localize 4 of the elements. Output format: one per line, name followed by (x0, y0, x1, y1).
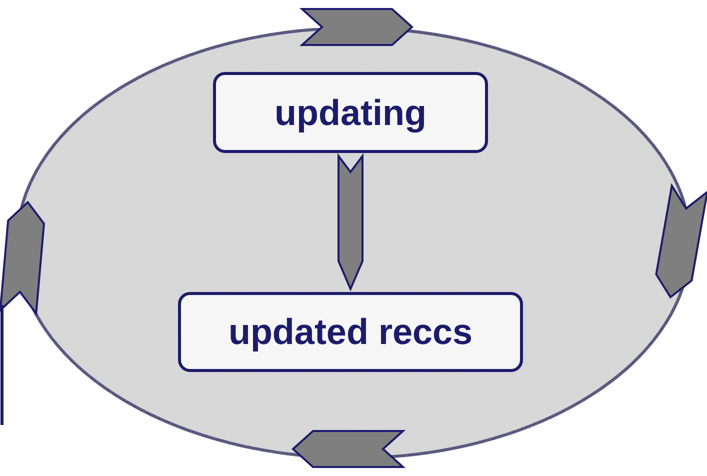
box-label: updating (274, 92, 426, 134)
process-box (178, 292, 523, 372)
box-label: updated reccs (228, 311, 473, 353)
process-box (213, 72, 488, 153)
